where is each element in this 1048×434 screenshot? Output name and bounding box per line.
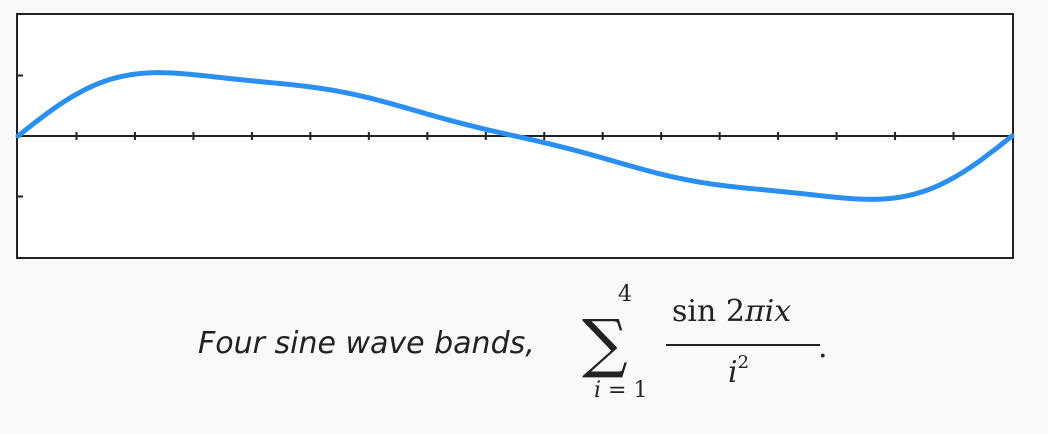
- caption-period: .: [818, 330, 828, 365]
- fraction-bar: [666, 344, 820, 346]
- denominator-exponent: 2: [737, 352, 750, 373]
- fraction-denominator: i2: [728, 352, 749, 390]
- plot-area: [15, 70, 1015, 202]
- summation-index: i: [594, 378, 602, 403]
- numerator-pi: π: [744, 294, 765, 329]
- caption-text: Four sine wave bands,: [198, 326, 535, 361]
- summation-upper-limit: 4: [618, 282, 632, 307]
- summation-start: = 1: [601, 378, 648, 403]
- series-line-0: [15, 70, 1015, 202]
- numerator-vars: ix: [764, 294, 792, 329]
- summation-symbol: ∑: [582, 307, 628, 381]
- numerator-function: sin 2: [672, 294, 745, 329]
- summation-lower-limit: i = 1: [594, 378, 647, 403]
- plot-frame: [15, 13, 1015, 259]
- fraction-numerator: sin 2πix: [672, 294, 791, 329]
- denominator-var: i: [728, 355, 738, 390]
